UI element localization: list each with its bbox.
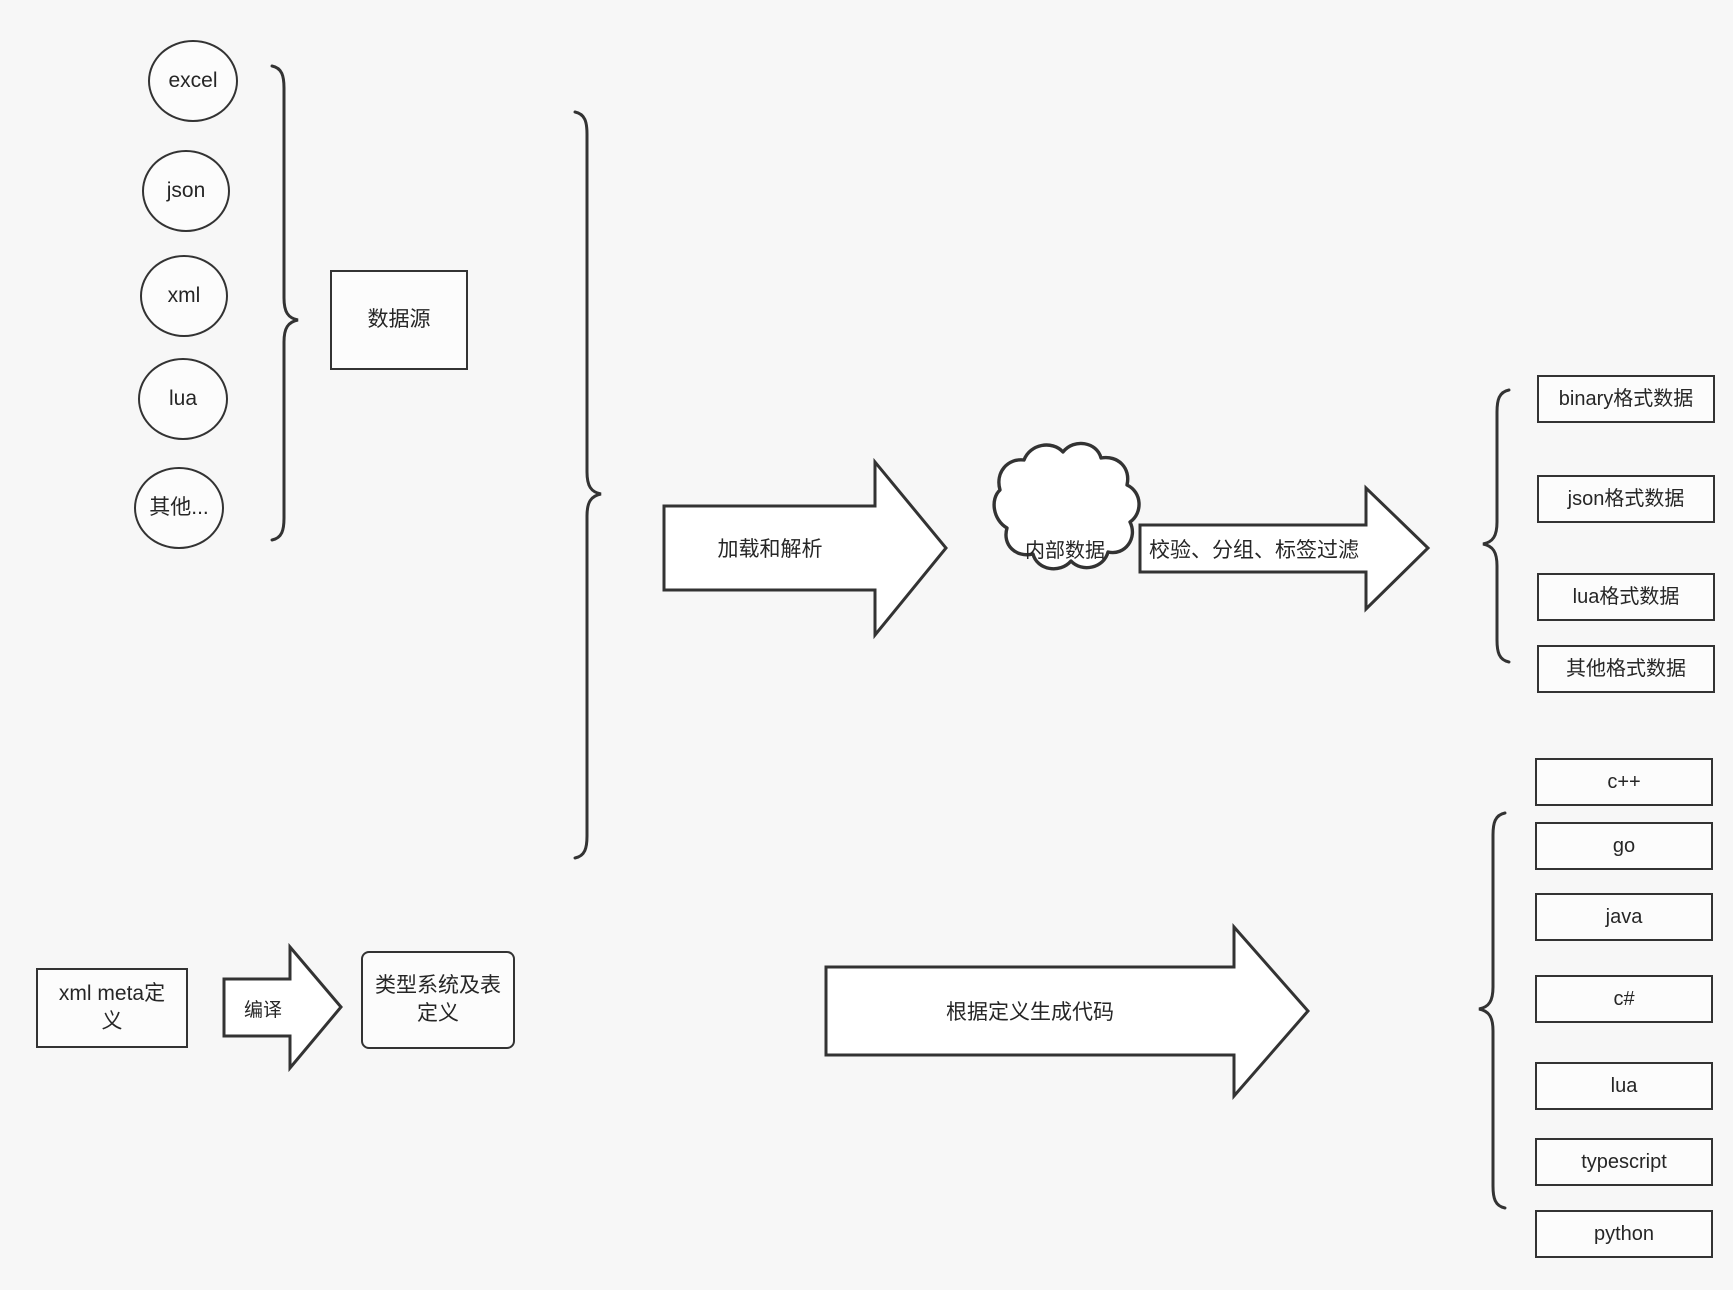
xml-meta-definition-label: xml meta定义 — [58, 982, 166, 1033]
arrow-compile-label: 编译 — [243, 999, 282, 1021]
brace-output-languages — [1478, 811, 1507, 1210]
output-format-label: 其他格式数据 — [1566, 657, 1686, 680]
source-label: 其他... — [149, 496, 209, 520]
arrow-generate-code-label: 根据定义生成代码 — [946, 1001, 1114, 1024]
output-language-label: go — [1612, 834, 1636, 857]
output-format-other[interactable]: 其他格式数据 — [1537, 645, 1715, 693]
output-language-label: typescript — [1581, 1150, 1667, 1173]
arrow-validate-group-filter-label: 校验、分组、标签过滤 — [1149, 539, 1359, 562]
output-format-lua[interactable]: lua格式数据 — [1537, 573, 1715, 621]
source-label: xml — [167, 284, 201, 308]
output-language-typescript[interactable]: typescript — [1535, 1138, 1713, 1186]
source-node-excel[interactable]: excel — [148, 40, 238, 122]
data-source-group-box[interactable]: 数据源 — [330, 270, 468, 370]
arrow-load-and-parse — [662, 457, 948, 640]
output-language-cpp[interactable]: c++ — [1535, 758, 1713, 806]
source-node-lua[interactable]: lua — [138, 358, 228, 440]
brace-output-formats — [1482, 388, 1511, 664]
output-language-label: c# — [1613, 987, 1635, 1010]
source-label: lua — [168, 387, 198, 411]
output-language-go[interactable]: go — [1535, 822, 1713, 870]
xml-meta-definition-box[interactable]: xml meta定义 — [36, 968, 188, 1048]
cloud-internal-data-label: 内部数据 — [1025, 539, 1105, 562]
output-format-binary[interactable]: binary格式数据 — [1537, 375, 1715, 423]
output-format-label: binary格式数据 — [1558, 387, 1694, 410]
arrow-validate-group-filter — [1138, 484, 1431, 613]
type-system-definition-label: 类型系统及表定义 — [375, 974, 501, 1025]
arrow-compile — [222, 942, 343, 1073]
output-language-label: java — [1605, 905, 1643, 928]
brace-pipeline-input — [573, 110, 602, 860]
brace-data-sources — [270, 64, 299, 542]
data-source-group-label: 数据源 — [367, 308, 431, 332]
source-node-xml[interactable]: xml — [140, 255, 228, 337]
source-label: json — [166, 179, 206, 203]
arrow-load-and-parse-label: 加载和解析 — [717, 538, 823, 561]
output-language-csharp[interactable]: c# — [1535, 975, 1713, 1023]
output-language-label: lua — [1610, 1074, 1638, 1097]
arrow-generate-code — [824, 923, 1310, 1101]
source-label: excel — [168, 69, 218, 93]
output-language-java[interactable]: java — [1535, 893, 1713, 941]
output-language-label: c++ — [1607, 770, 1641, 793]
output-language-python[interactable]: python — [1535, 1210, 1713, 1258]
output-format-label: lua格式数据 — [1572, 585, 1680, 608]
output-format-json[interactable]: json格式数据 — [1537, 475, 1715, 523]
source-node-other[interactable]: 其他... — [134, 467, 224, 549]
type-system-definition-box[interactable]: 类型系统及表定义 — [361, 951, 515, 1049]
output-language-label: python — [1593, 1222, 1655, 1245]
output-language-lua[interactable]: lua — [1535, 1062, 1713, 1110]
output-format-label: json格式数据 — [1567, 487, 1685, 510]
source-node-json[interactable]: json — [142, 150, 230, 232]
